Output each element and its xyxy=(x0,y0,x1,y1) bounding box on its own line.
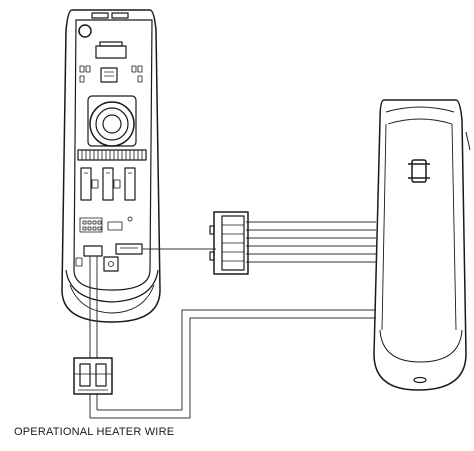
six-wire-cable xyxy=(142,221,376,263)
chip xyxy=(100,67,118,83)
logo-icon xyxy=(408,159,430,183)
terminal-strip xyxy=(77,149,147,161)
pir-sensor xyxy=(87,95,137,147)
pin-header xyxy=(79,216,133,233)
heater-plug xyxy=(73,357,113,395)
six-pin-connector xyxy=(209,211,249,275)
mounting-hole xyxy=(78,24,92,38)
top-terminal-block xyxy=(95,45,127,59)
jumper-blocks xyxy=(80,167,136,201)
bottom-square xyxy=(103,256,119,272)
caption-heater-wire: OPERATIONAL HEATER WIRE xyxy=(14,426,175,438)
heater-socket xyxy=(83,245,103,257)
top-vent xyxy=(111,12,129,19)
main-unit xyxy=(61,9,161,323)
bottom-screw xyxy=(413,376,427,384)
side-unit xyxy=(373,99,471,391)
pin-row-top xyxy=(79,65,143,83)
heater-wire xyxy=(89,256,376,419)
main-unit-inner-plate xyxy=(73,19,153,291)
side-unit-outer-shell xyxy=(373,99,467,391)
wire-socket xyxy=(115,243,143,255)
main-unit-outer-shell xyxy=(61,9,161,323)
top-vent xyxy=(91,12,109,19)
main-unit-bottom-lip xyxy=(65,269,159,303)
